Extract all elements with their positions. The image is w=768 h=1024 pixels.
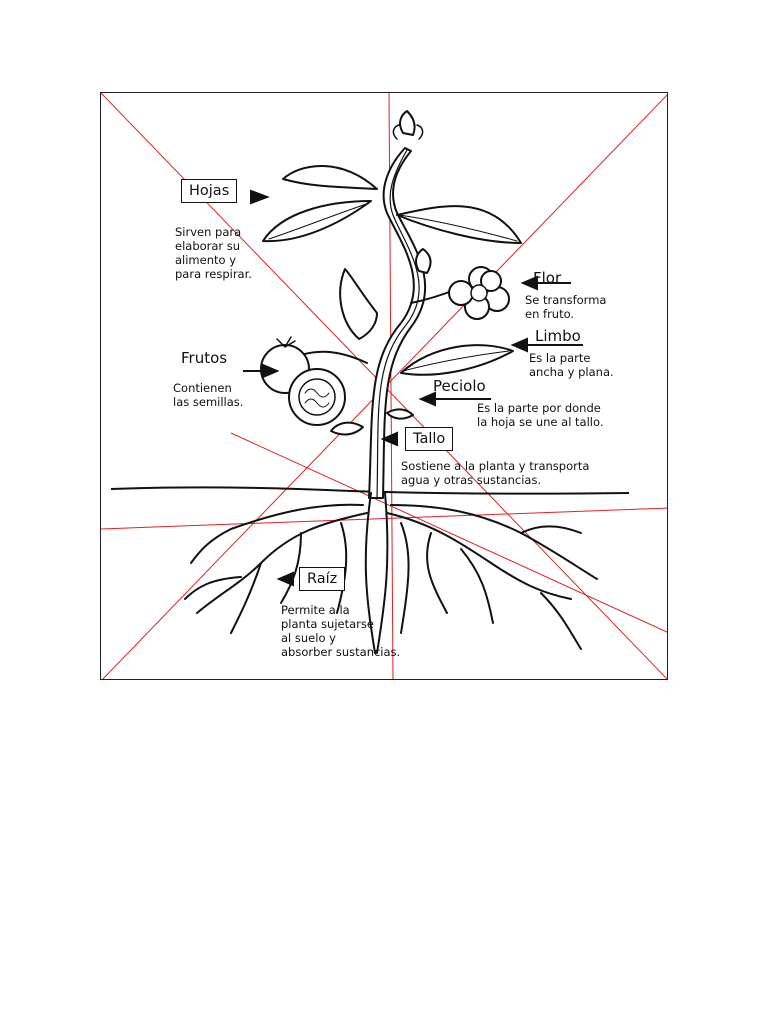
- label-raiz-title: Raíz: [299, 567, 345, 591]
- top-bud: [400, 111, 415, 135]
- label-frutos-desc: Contienen las semillas.: [173, 381, 243, 409]
- flower-bud: [416, 249, 430, 273]
- label-flor-title: Flor: [533, 269, 561, 287]
- leaf: [331, 423, 363, 435]
- label-tallo-title: Tallo: [405, 427, 453, 451]
- label-limbo-title: Limbo: [535, 327, 581, 345]
- label-hojas-desc: Sirven para elaborar su alimento y para …: [175, 225, 252, 281]
- diagram-frame: Hojas Sirven para elaborar su alimento y…: [100, 92, 668, 680]
- label-tallo-desc: Sostiene a la planta y transporta agua y…: [401, 459, 589, 487]
- leaf: [283, 166, 377, 189]
- leaf-limbo: [401, 345, 513, 375]
- label-flor-desc: Se transforma en fruto.: [525, 293, 606, 321]
- label-limbo-desc: Es la parte ancha y plana.: [529, 351, 614, 379]
- label-hojas-title: Hojas: [181, 179, 237, 203]
- leaf: [340, 269, 377, 339]
- fruit-cut: [289, 369, 345, 425]
- label-peciolo-desc: Es la parte por donde la hoja se une al …: [477, 401, 603, 429]
- label-raiz-desc: Permite a la planta sujetarse al suelo y…: [281, 603, 400, 659]
- label-peciolo-title: Peciolo: [433, 377, 486, 395]
- label-frutos-title: Frutos: [181, 349, 227, 367]
